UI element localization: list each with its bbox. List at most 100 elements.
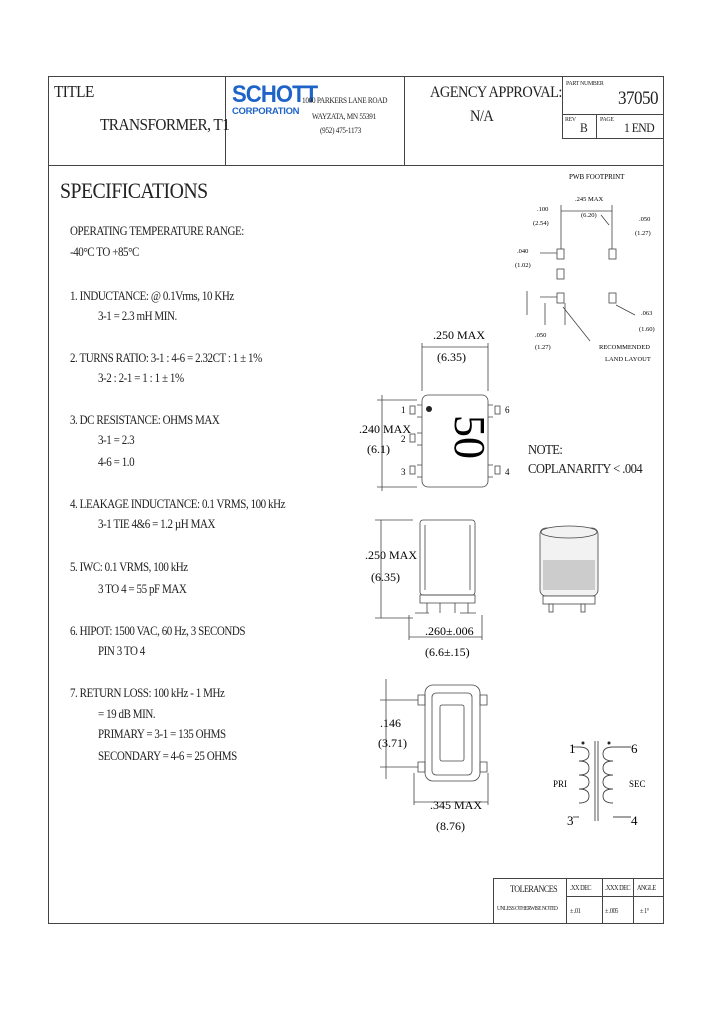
agency-value: N/A	[470, 108, 494, 125]
pwb-dim-right1: .050	[639, 216, 650, 223]
pwb-dim-right1-mm: (1.27)	[635, 230, 651, 237]
page-label: PAGE	[600, 116, 614, 123]
specifications-heading: SPECIFICATIONS	[60, 178, 208, 203]
spec-line: SECONDARY = 4-6 = 25 OHMS	[98, 749, 237, 763]
note-label: NOTE:	[528, 443, 563, 458]
pwb-dim-right2: .063	[641, 310, 652, 317]
pad-3	[556, 292, 565, 304]
primary-winding	[577, 746, 590, 818]
tolerance-div-1	[566, 878, 567, 923]
title-label: TITLE	[54, 82, 94, 101]
perspective-view-drawing	[539, 525, 599, 613]
frame-titleblock-bottom	[48, 165, 664, 166]
pad-2	[556, 268, 565, 280]
spec-line: 3-2 : 2-1 = 1 : 1 ± 1%	[98, 371, 184, 385]
spec-line: -40°C TO +85°C	[70, 245, 139, 259]
pwb-dim-top: .245 MAX	[575, 196, 603, 203]
pwb-dim-top-mm: (6.20)	[581, 212, 597, 219]
dim-height-label: .240 MAX	[359, 422, 411, 436]
spec-line: 3-1 = 2.3 mH MIN.	[98, 309, 177, 323]
pwb-dim-bottom-mm: (1.27)	[535, 344, 551, 351]
titleblock-rev-bottom	[562, 138, 663, 139]
pwb-dim-bottom: .050	[535, 332, 546, 339]
pad-6	[608, 248, 617, 260]
titleblock-divider-2	[404, 76, 405, 165]
frame-bottom	[48, 923, 664, 924]
schematic-pin-1: 1	[569, 741, 576, 756]
spec-line: 6. HIPOT: 1500 VAC, 60 Hz, 3 SECONDS	[70, 624, 246, 638]
dim-width-label: .250 MAX	[433, 328, 485, 342]
schematic-pin-6: 6	[631, 741, 638, 756]
spec-line: 3-1 = 2.3	[98, 433, 135, 447]
address-line-3: (952) 475-1173	[320, 126, 361, 135]
side-dim-width-mm: (6.6±.15)	[425, 645, 470, 659]
marking-50: 50	[445, 415, 494, 459]
part-number-label: PART NUMBER	[566, 80, 604, 87]
spec-line: PRIMARY = 3-1 = 135 OHMS	[98, 727, 226, 741]
spec-line: 4. LEAKAGE INDUCTANCE: 0.1 VRMS, 100 kHz	[70, 497, 286, 511]
titleblock-rev-line	[562, 114, 663, 115]
dim-width-mm: (6.35)	[437, 350, 466, 364]
pwb-title: PWB FOOTPRINT	[569, 173, 625, 181]
spec-line: PIN 3 TO 4	[98, 644, 145, 658]
tolerance-mid	[566, 896, 663, 897]
rev-label: REV	[565, 116, 576, 123]
tolerance-val-3: ± 1°	[640, 907, 649, 915]
spec-line: 5. IWC: 0.1 VRMS, 100 kHz	[70, 560, 188, 574]
spec-line: 3. DC RESISTANCE: OHMS MAX	[70, 413, 220, 427]
pwb-dim-left2-mm: (1.02)	[515, 262, 531, 269]
spec-line: OPERATING TEMPERATURE RANGE:	[70, 224, 244, 238]
bottom-view-drawing: .146 (3.71) .345 MAX (8.76)	[378, 679, 489, 833]
part-number: 37050	[618, 88, 659, 109]
frame-right	[663, 76, 664, 924]
bottom-dim-pitch-mm: (3.71)	[378, 736, 407, 750]
side-view-body	[419, 519, 476, 596]
spec-line: 7. RETURN LOSS: 100 kHz - 1 MHz	[70, 686, 225, 700]
tolerance-val-1: ± .01	[570, 907, 581, 915]
side-dim-height: .250 MAX	[365, 548, 417, 562]
pwb-dim-right2-mm: (1.60)	[639, 326, 655, 333]
tolerance-col-2: .XXX DEC	[605, 884, 631, 892]
spec-line: 2. TURNS RATIO: 3-1 : 4-6 = 2.32CT : 1 ±…	[70, 351, 262, 365]
logo-subtext: CORPORATION	[232, 106, 300, 117]
pin-label-1: 1	[401, 405, 406, 415]
side-dim-width: .260±.006	[425, 624, 474, 638]
pwb-dim-left1-mm: (2.54)	[533, 220, 549, 227]
titleblock-divider-3	[562, 76, 563, 138]
company-logo: SCHOTT CORPORATION	[232, 81, 318, 118]
part-title: TRANSFORMER, T1	[100, 115, 230, 134]
tolerance-div-3	[633, 878, 634, 923]
spec-line: 1. INDUCTANCE: @ 0.1Vrms, 10 KHz	[70, 289, 234, 303]
tolerances-label: TOLERANCES	[510, 884, 558, 894]
pwb-dim-left2: .040	[517, 248, 528, 255]
bottom-dim-length-mm: (8.76)	[436, 819, 465, 833]
bottom-view-body	[424, 684, 481, 782]
pin-label-4: 4	[505, 467, 510, 477]
rev-value: B	[580, 120, 588, 135]
schematic-pin-4: 4	[631, 813, 638, 828]
bottom-dim-length: .345 MAX	[430, 798, 482, 812]
tolerance-val-2: ± .005	[605, 907, 618, 915]
pin-label-3: 3	[401, 467, 406, 477]
tolerance-col-1: .XX DEC	[570, 884, 592, 892]
address-line-2: WAYZATA, MN 55391	[312, 112, 376, 121]
side-dim-height-mm: (6.35)	[371, 570, 400, 584]
note-text: COPLANARITY < .004	[528, 462, 643, 477]
pwb-footprint-drawing: PWB FOOTPRINT .245 MAX (6.20) .100 (2.54…	[515, 173, 655, 363]
side-view-drawing: .250 MAX (6.35) .260±.006 (6.6±.15)	[365, 519, 483, 659]
tolerance-div-2	[602, 878, 603, 923]
pad-1	[556, 248, 565, 260]
schematic-pin-3: 3	[567, 813, 574, 828]
spec-line: 3-1 TIE 4&6 = 1.2 µH MAX	[98, 517, 215, 531]
titleblock-divider-1	[225, 76, 226, 165]
tolerance-top	[493, 878, 663, 879]
spec-line: 3 TO 4 = 55 pF MAX	[98, 582, 187, 596]
pwb-recommended: RECOMMENDED	[599, 344, 650, 351]
logo-text: SCHOTT	[232, 81, 318, 108]
tolerance-col-3: ANGLE	[637, 884, 656, 892]
pwb-land-layout: LAND LAYOUT	[605, 356, 651, 363]
tolerance-left	[493, 878, 494, 923]
bottom-dim-pitch: .146	[380, 716, 401, 730]
pin-1-marker-dot	[426, 406, 432, 412]
dim-height-mm: (6.1)	[367, 442, 390, 456]
